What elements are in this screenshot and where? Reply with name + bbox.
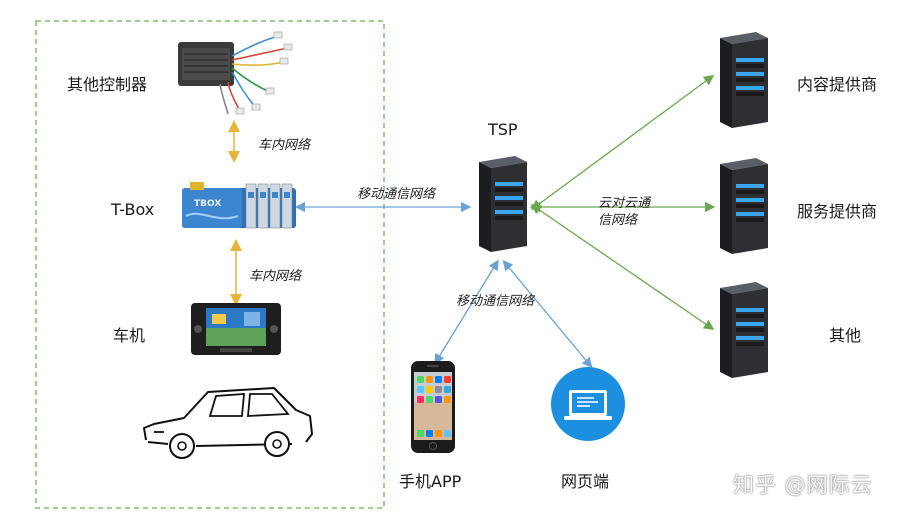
- edge-label-in-vehicle-bottom: 车内网络: [249, 269, 302, 284]
- edge-tsp-content: [530, 74, 715, 211]
- vehicle-boundary: [35, 20, 385, 509]
- server-tower-icon-service: [720, 158, 768, 254]
- edge-label-in-vehicle-top: 车内网络: [258, 138, 311, 153]
- head-unit-icon: [191, 303, 281, 355]
- edge-label-cloud-line2: 信网络: [598, 213, 638, 228]
- node-label-content-provider: 内容提供商: [797, 75, 878, 94]
- web-browser-icon: [551, 367, 625, 441]
- car-sketch-icon: [143, 387, 313, 459]
- server-tower-icon-content: [720, 32, 768, 128]
- edge-label-cloud-line1: 云对云通: [598, 196, 651, 211]
- edge-label-mobile-net-bottom: 移动通信网络: [456, 294, 535, 309]
- tbox-brand-text: TBOX: [194, 199, 221, 209]
- server-tower-icon-others: [720, 282, 768, 378]
- tbox-device-icon: TBOX: [182, 182, 296, 229]
- node-label-mobile-app: 手机APP: [399, 472, 462, 491]
- node-label-tbox: T-Box: [111, 200, 155, 219]
- node-label-service-provider: 服务提供商: [797, 202, 878, 221]
- node-label-web-portal: 网页端: [561, 472, 610, 491]
- edge-tsp-others: [530, 204, 715, 330]
- edge-tsp-phone: [434, 259, 499, 365]
- edge-label-mobile-net-tbox: 移动通信网络: [357, 187, 436, 202]
- watermark-text: 知乎 @网际云: [733, 473, 873, 497]
- server-tower-icon-tsp: [479, 156, 527, 252]
- node-label-tsp: TSP: [488, 120, 518, 139]
- controller-board-icon: [178, 31, 293, 115]
- node-label-others: 其他: [829, 326, 862, 345]
- node-label-head-unit: 车机: [113, 326, 146, 345]
- smartphone-icon: [411, 361, 455, 453]
- edge-tsp-web: [502, 259, 593, 369]
- node-label-other-controller: 其他控制器: [67, 75, 148, 94]
